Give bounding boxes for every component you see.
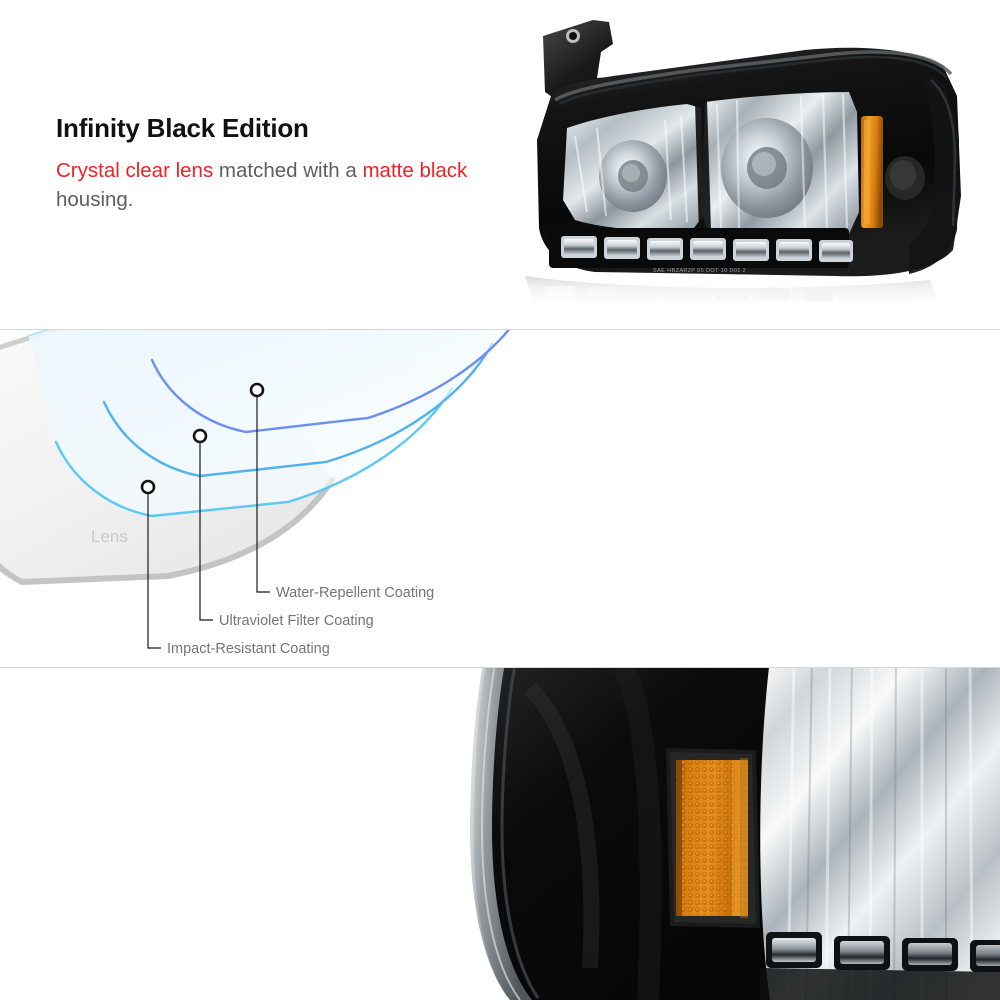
headlight-reflection [525,276,937,312]
callout-impact-resistant: Impact-Resistant Coating [140,479,330,657]
led-modules-closeup [766,932,1000,972]
panel-divider-top [0,329,1000,330]
certification-microtext: SAE HBZAR2P 05 DOT 10 D01 2 [653,268,746,274]
panel-triple-layer-protection: Lens [0,330,1000,667]
lens-coating-layers-diagram: Lens [0,330,520,667]
body-text-1: Crystal clear lens matched with a matte … [56,156,476,214]
highlight-text: matte black [362,158,468,182]
clear-lens-region [760,668,1000,1000]
plain-text: housing. [56,187,134,211]
callout-ultraviolet-filter: Ultraviolet Filter Coating [192,428,374,629]
callout-label-water-repellent: Water-Repellent Coating [276,585,434,601]
callout-dot-impact-resistant [140,479,156,495]
lens-base-label: Lens [91,527,128,546]
led-modules [561,236,853,262]
page-title-1: Infinity Black Edition [56,113,309,143]
callout-dot-ultraviolet-filter [192,428,208,444]
panel-divider-bottom [0,667,1000,668]
callout-label-ultraviolet-filter: Ultraviolet Filter Coating [219,613,374,629]
micro-prism-reflector-closeup [470,668,1000,1000]
amber-micro-prism-reflector [676,758,748,918]
callout-water-repellent: Water-Repellent Coating [249,382,434,601]
callout-dot-water-repellent [249,382,265,398]
text-block-1: Infinity Black Edition Crystal clear len… [56,113,476,214]
highlight-text: Crystal clear lens [56,158,214,182]
callout-label-impact-resistant: Impact-Resistant Coating [167,641,330,657]
plain-text: matched with a [213,158,363,182]
panel-infinity-black-edition: SAE HBZAR2P 05 DOT 10 D01 2 Infinity Bla… [0,0,1000,329]
panel-micro-prism-reflectors: Micro-Prism Reflectors Internally design… [0,668,1000,1000]
headlight-assembly-photo: SAE HBZAR2P 05 DOT 10 D01 2 [505,0,1000,329]
layer-water-repellent [144,330,511,434]
